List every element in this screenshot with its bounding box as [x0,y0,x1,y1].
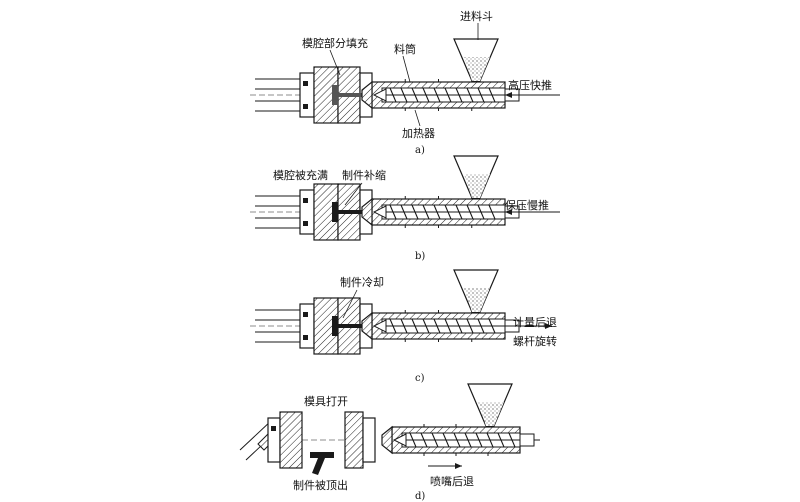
arrowhead-nozzle-retract [455,463,462,469]
pellets [464,57,490,81]
leader-heater [414,109,421,127]
label-hopper-a: 进料斗 [460,10,493,23]
label-mold-partial-fill: 模腔部分填充 [302,37,368,50]
arrowhead-slow-push [505,209,512,215]
label-high-pressure-fast-push: 高压快推 [508,79,552,92]
pellets [478,402,504,426]
panel-c [250,269,552,355]
nozzle [381,425,393,455]
sprue [338,210,374,214]
panel-d [239,383,540,475]
screw-tip [372,319,387,333]
moving-platen [299,303,315,349]
molded-part [332,316,338,336]
leader-part-cooling [342,289,358,319]
label-part-ejected: 制件被顶出 [293,479,348,492]
caption-c: c) [415,373,425,384]
platen-bolt [303,312,308,317]
label-part-packing: 制件补缩 [342,169,386,182]
moving-platen [299,72,315,118]
molded-part [332,202,338,222]
leader-barrel [402,55,411,83]
molded-part [332,85,338,105]
screw-tip [372,88,387,102]
sprue [338,324,374,328]
sprue [338,93,374,97]
label-hold-pressure-slow-push: 保压慢推 [505,199,549,212]
moving-platen [299,189,315,235]
pellets [464,174,490,198]
caption-d: d) [415,491,426,502]
screw-tip [392,433,407,447]
moving-platen [267,417,281,463]
platen-bolt [303,335,308,340]
platen-bolt [303,81,308,86]
platen-bolt [271,426,276,431]
label-metering-retract: 计量后退 [513,316,557,329]
label-screw-rotation: 螺杆旋转 [513,335,557,348]
nozzle [361,197,373,227]
pellets [464,288,490,312]
mold-fixed-half [344,411,364,469]
label-barrel: 料筒 [394,43,416,56]
label-part-cooling: 制件冷却 [340,276,384,289]
screw-tip [372,205,387,219]
leader-part-packing [344,182,363,206]
nozzle [361,311,373,341]
tie-rod [239,419,273,451]
label-nozzle-retract: 喷嘴后退 [430,475,474,488]
arrowhead-retract [545,323,552,329]
label-heater: 加热器 [402,127,435,140]
mold-moving-half [279,411,303,469]
label-mold-filled: 模腔被充满 [273,169,328,182]
platen-bolt [303,104,308,109]
panel-a [250,23,560,127]
label-mold-open: 模具打开 [304,395,348,408]
ejected-part [310,452,334,475]
nozzle [361,80,373,110]
platen-bolt [303,221,308,226]
leader-mold [329,49,341,76]
fixed-platen [362,417,376,463]
caption-b: b) [415,251,426,262]
screw-drive [519,433,535,447]
caption-a: a) [415,145,425,156]
platen-bolt [303,198,308,203]
panel-b [250,155,560,241]
arrowhead-fast-push [505,92,512,98]
